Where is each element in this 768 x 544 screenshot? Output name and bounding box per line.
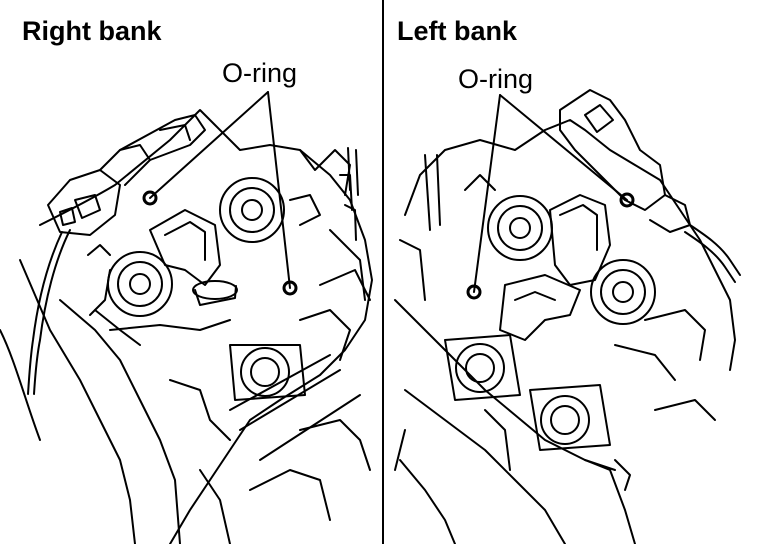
camshaft-sprocket-right: [591, 260, 655, 324]
o-ring-leader-line: [500, 95, 627, 200]
sensor-connector: [560, 90, 665, 210]
cam-bearing-boss: [241, 348, 289, 396]
right-bank-o-ring-label: O-ring: [222, 58, 298, 88]
sensor-connector: [48, 170, 120, 235]
chain-guide: [500, 275, 580, 340]
wire-harness: [690, 225, 740, 275]
left-bank-title: Left bank: [397, 16, 518, 46]
wire-harness: [34, 230, 70, 394]
o-ring-marker-1: [144, 192, 156, 204]
left-bank-panel: Left bank O-ring: [385, 0, 768, 544]
right-bank-engine-drawing: [0, 0, 383, 544]
chain-tensioner: [150, 210, 220, 285]
panel-divider: [382, 0, 384, 544]
o-ring-leader-line: [268, 92, 290, 288]
head-lower-contour: [60, 300, 180, 544]
cylinder-head-outline: [405, 120, 735, 370]
o-ring-marker-2: [621, 194, 633, 206]
right-bank-title: Right bank: [22, 16, 162, 46]
left-bank-engine-drawing: [385, 0, 768, 544]
cam-bearing-boss-2: [541, 396, 589, 444]
left-bank-o-ring-label: O-ring: [458, 64, 534, 94]
camshaft-sprocket-right: [220, 178, 284, 242]
right-bank-panel: Right bank O-ring: [0, 0, 383, 544]
chain-tensioner: [550, 195, 610, 285]
cam-bearing-boss: [456, 344, 504, 392]
o-ring-leader-line: [474, 95, 500, 292]
head-lower-contour: [395, 300, 615, 470]
o-ring-leader-line: [150, 92, 268, 198]
